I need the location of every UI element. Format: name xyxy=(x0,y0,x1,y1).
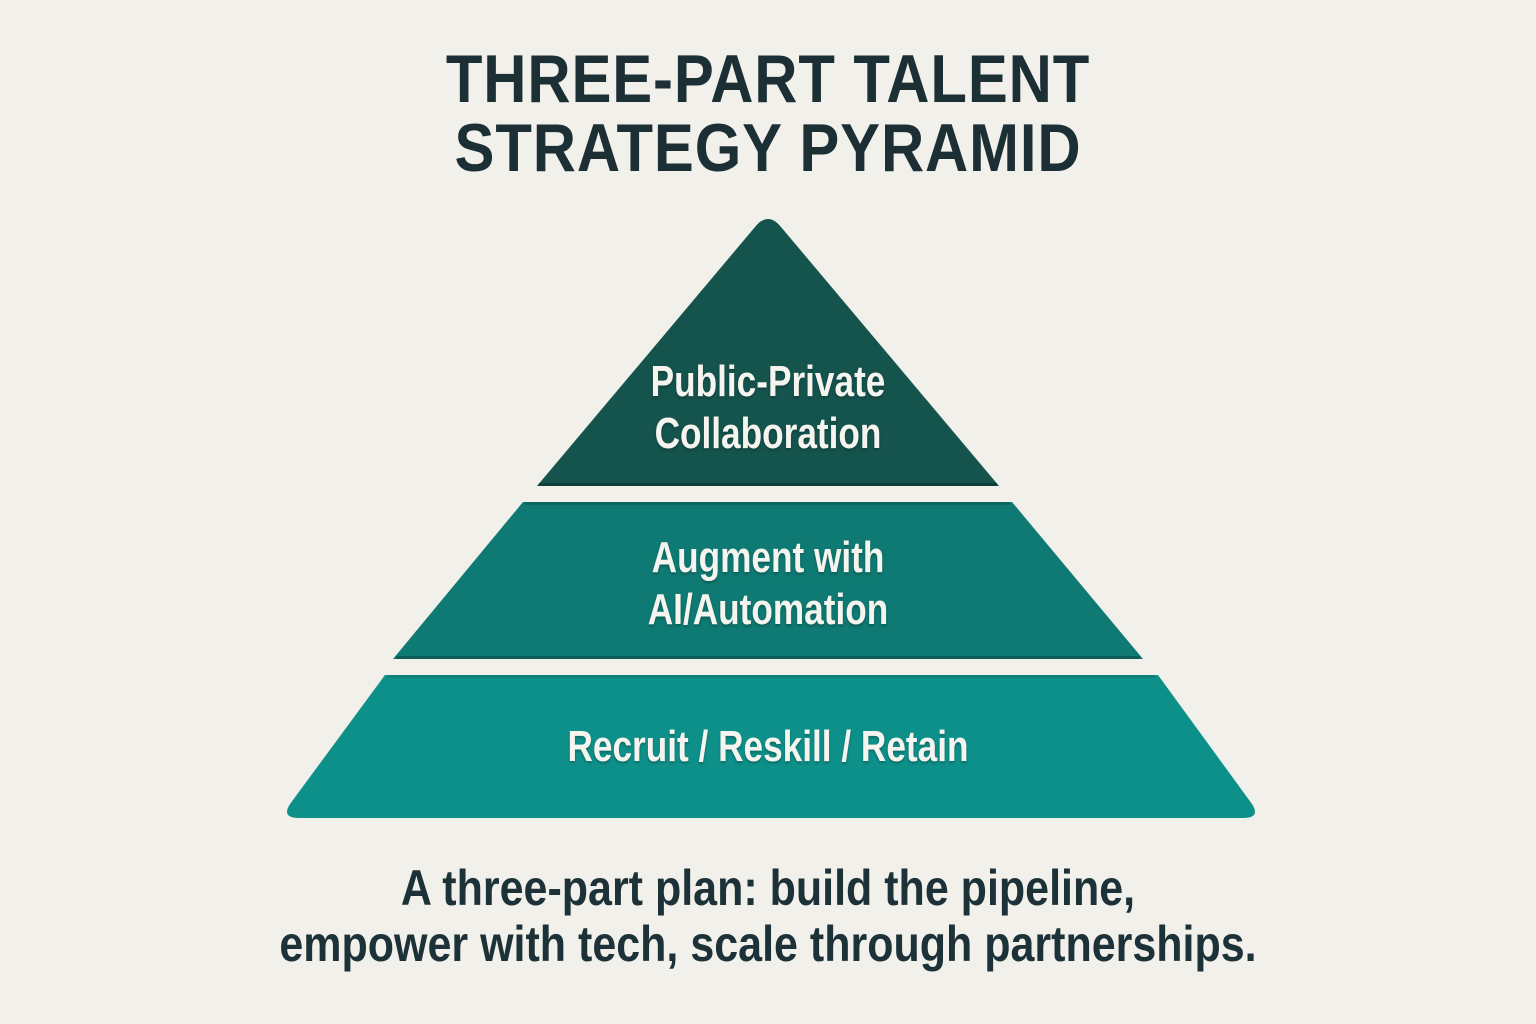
tier-label-recruit-reskill-retain: Recruit / Reskill / Retain xyxy=(567,722,969,771)
caption-line1: A three-part plan: build the pipeline, xyxy=(400,860,1136,916)
pyramid-tier-bottom-shape xyxy=(287,675,1255,818)
page-title: THREE-PART TALENT STRATEGY PYRAMID xyxy=(92,45,1444,183)
page-title-line2: STRATEGY PYRAMID xyxy=(454,110,1082,186)
pyramid-tier-middle-shape xyxy=(393,502,1143,659)
tier-label-augment-with-ai-automation: Augment with AI/Automation xyxy=(647,533,889,634)
tier-label-public-private-collaboration: Public-Private Collaboration xyxy=(650,357,886,458)
page-title-line1: THREE-PART TALENT xyxy=(445,41,1091,117)
pyramid-tier-top-shape xyxy=(537,219,999,486)
caption-line2: empower with tech, scale through partner… xyxy=(279,916,1257,972)
caption: A three-part plan: build the pipeline, e… xyxy=(108,860,1429,972)
